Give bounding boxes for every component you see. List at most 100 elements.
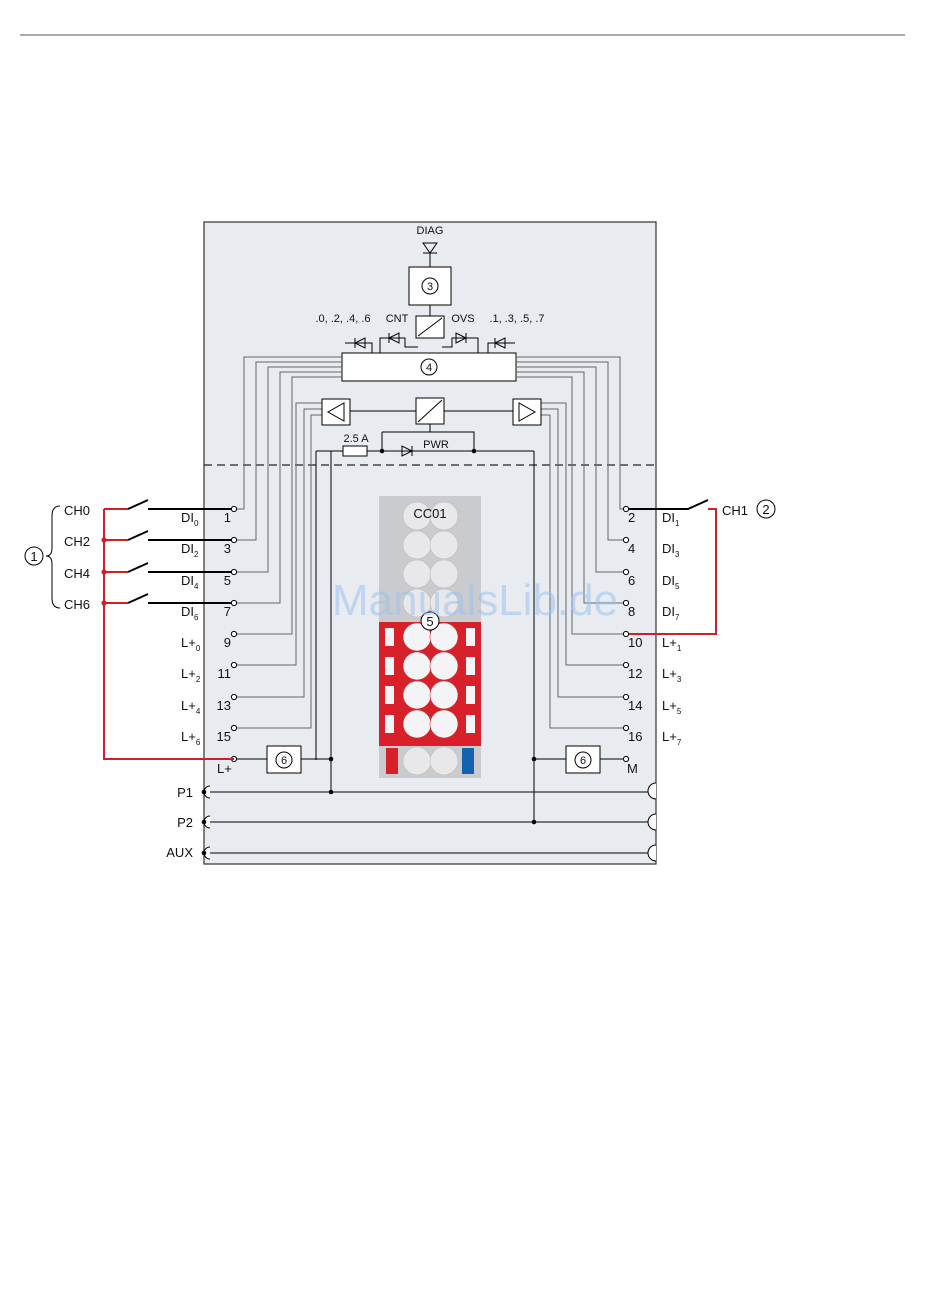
signal-name: DI xyxy=(662,604,675,619)
signal-name: L+ xyxy=(181,729,196,744)
connector-label: CC01 xyxy=(413,506,446,521)
terminal-signal: L+5 xyxy=(662,698,682,716)
terminal-number: 5 xyxy=(224,573,231,588)
terminal-point xyxy=(231,537,236,542)
callout-4: 4 xyxy=(426,362,432,374)
terminal-signal: DI3 xyxy=(662,541,680,559)
terminal-point xyxy=(231,725,236,730)
terminal-number: 2 xyxy=(628,510,635,525)
terminal-number: 10 xyxy=(628,635,642,650)
pwr-label: PWR xyxy=(423,439,449,451)
terminal-point xyxy=(231,631,236,636)
ch1-label: CH1 xyxy=(722,503,748,518)
terminal-number: 9 xyxy=(224,635,231,650)
signal-name: L+ xyxy=(662,635,677,650)
signal-index: 3 xyxy=(675,550,680,559)
terminal-signal: L+2 xyxy=(181,666,201,684)
led-odd-label: .1, .3, .5, .7 xyxy=(489,313,544,325)
ch6-label: CH6 xyxy=(64,597,90,612)
watermark: ManualsLib.de xyxy=(332,576,618,625)
terminal-signal: DI7 xyxy=(662,604,680,622)
signal-index: 4 xyxy=(196,707,201,716)
terminal-point xyxy=(231,694,236,699)
terminal-signal: DI4 xyxy=(181,573,199,591)
terminal-number: 16 xyxy=(628,729,642,744)
signal-index: 5 xyxy=(677,707,682,716)
signal-name: DI xyxy=(181,510,194,525)
ch2-label: CH2 xyxy=(64,534,90,549)
terminal-number: 3 xyxy=(224,541,231,556)
bus-aux-label: AUX xyxy=(166,845,193,860)
signal-name: L+ xyxy=(662,698,677,713)
led-ovs-label: OVS xyxy=(451,313,474,325)
signal-name: DI xyxy=(662,541,675,556)
terminal-signal: DI1 xyxy=(662,510,680,528)
terminal-number: 14 xyxy=(628,698,642,713)
terminal-signal: L+7 xyxy=(662,729,682,747)
signal-name: L+ xyxy=(181,698,196,713)
callout-1: 1 xyxy=(30,549,37,564)
callout-6-left: 6 xyxy=(281,755,287,767)
signal-index: 2 xyxy=(196,675,201,684)
ch0-label: CH0 xyxy=(64,503,90,518)
bus-p2-label: P2 xyxy=(177,815,193,830)
signal-name: L+ xyxy=(662,666,677,681)
callout-3: 3 xyxy=(427,281,433,293)
terminal-signal: DI6 xyxy=(181,604,199,622)
signal-name: L+ xyxy=(181,635,196,650)
signal-name: L+ xyxy=(662,729,677,744)
signal-name: DI xyxy=(181,573,194,588)
fuse-label: 2.5 A xyxy=(343,433,369,445)
signal-index: 1 xyxy=(675,519,680,528)
sensor-supply-right-icon xyxy=(513,399,541,425)
fuse-icon xyxy=(343,446,367,456)
connector-cc01 xyxy=(379,496,481,778)
callout-6-right: 6 xyxy=(580,755,586,767)
terminal-point xyxy=(231,569,236,574)
terminal-number: 6 xyxy=(628,573,635,588)
signal-name: DI xyxy=(181,604,194,619)
led-even-label: .0, .2, .4, .6 xyxy=(315,313,370,325)
lplus-label: L+ xyxy=(217,761,232,776)
terminal-signal: DI2 xyxy=(181,541,199,559)
signal-index: 6 xyxy=(196,738,201,747)
signal-index: 7 xyxy=(677,738,682,747)
terminal-number: 12 xyxy=(628,666,642,681)
terminal-number: 15 xyxy=(217,729,231,744)
terminal-number: 1 xyxy=(224,510,231,525)
signal-index: 3 xyxy=(677,675,682,684)
bus-p1-label: P1 xyxy=(177,785,193,800)
diag-label: DIAG xyxy=(417,225,444,237)
signal-index: 4 xyxy=(194,582,199,591)
terminal-signal: L+4 xyxy=(181,698,201,716)
signal-index: 7 xyxy=(675,613,680,622)
signal-index: 1 xyxy=(677,644,682,653)
terminal-point xyxy=(231,600,236,605)
terminal-number: 8 xyxy=(628,604,635,619)
terminal-number: 13 xyxy=(217,698,231,713)
terminal-signal: L+6 xyxy=(181,729,201,747)
m-label: M xyxy=(627,761,638,776)
terminal-signal: L+0 xyxy=(181,635,201,653)
terminal-point xyxy=(231,662,236,667)
led-cnt-label: CNT xyxy=(386,313,409,325)
sensor-supply-left-icon xyxy=(322,399,350,425)
signal-name: DI xyxy=(181,541,194,556)
terminal-signal: L+3 xyxy=(662,666,682,684)
ch4-label: CH4 xyxy=(64,566,90,581)
signal-name: L+ xyxy=(181,666,196,681)
terminal-number: 7 xyxy=(224,604,231,619)
signal-index: 0 xyxy=(196,644,201,653)
signal-index: 0 xyxy=(194,519,199,528)
callout-2: 2 xyxy=(762,502,769,517)
signal-index: 5 xyxy=(675,582,680,591)
terminal-signal: DI5 xyxy=(662,573,680,591)
terminal-number: 11 xyxy=(218,666,232,681)
terminal-signal: L+1 xyxy=(662,635,682,653)
signal-name: DI xyxy=(662,573,675,588)
terminal-point xyxy=(231,506,236,511)
signal-name: DI xyxy=(662,510,675,525)
terminal-signal: DI0 xyxy=(181,510,199,528)
signal-index: 6 xyxy=(194,613,199,622)
